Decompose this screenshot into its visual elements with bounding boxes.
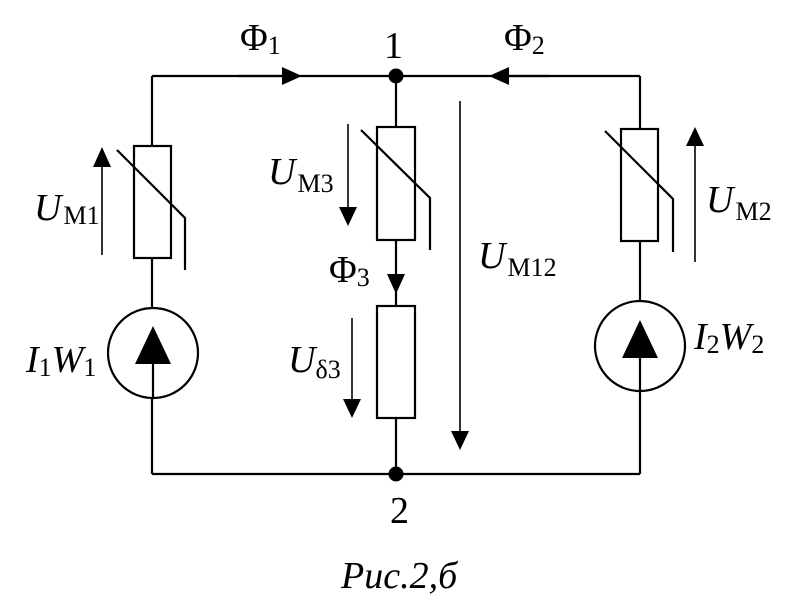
mmf-label-i1w1: I1W1 bbox=[25, 339, 96, 382]
voltage-label-ud3: Uδ3 bbox=[288, 339, 341, 384]
mmf-source-right bbox=[593, 299, 687, 393]
mmf-label-i2w2: I2W2 bbox=[693, 316, 764, 359]
nonlinear-reluctance-right bbox=[604, 127, 675, 252]
nonlinear-reluctance-left bbox=[116, 144, 187, 270]
node-2-label: 2 bbox=[390, 490, 409, 532]
flux-arrow-phi3 bbox=[387, 274, 405, 294]
voltage-arrow-um1 bbox=[93, 147, 111, 255]
figure-caption: Рис.2,б bbox=[340, 555, 459, 597]
nonlinear-reluctance-middle bbox=[360, 125, 432, 250]
flux-label-phi2: Φ2 bbox=[504, 17, 545, 60]
node-2-dot bbox=[388, 466, 404, 482]
voltage-arrow-um12 bbox=[451, 101, 469, 450]
flux-arrow-phi1 bbox=[238, 67, 302, 85]
air-gap-reluctance bbox=[375, 304, 417, 420]
node-1-dot bbox=[388, 68, 404, 84]
flux-label-phi1: Φ1 bbox=[240, 17, 281, 60]
voltage-label-um2: UM2 bbox=[706, 179, 772, 226]
voltage-arrow-um3 bbox=[339, 124, 357, 226]
flux-arrow-phi2 bbox=[489, 67, 550, 85]
voltage-arrow-um2 bbox=[686, 127, 704, 262]
mmf-source-left bbox=[106, 306, 200, 400]
node-1-label: 1 bbox=[384, 25, 403, 67]
voltage-arrow-ud3 bbox=[343, 318, 361, 418]
voltage-label-um1: UM1 bbox=[34, 187, 100, 230]
voltage-label-um12: UM12 bbox=[478, 235, 557, 282]
voltage-label-um3: UM3 bbox=[268, 151, 334, 198]
flux-label-phi3: Φ3 bbox=[329, 249, 370, 292]
